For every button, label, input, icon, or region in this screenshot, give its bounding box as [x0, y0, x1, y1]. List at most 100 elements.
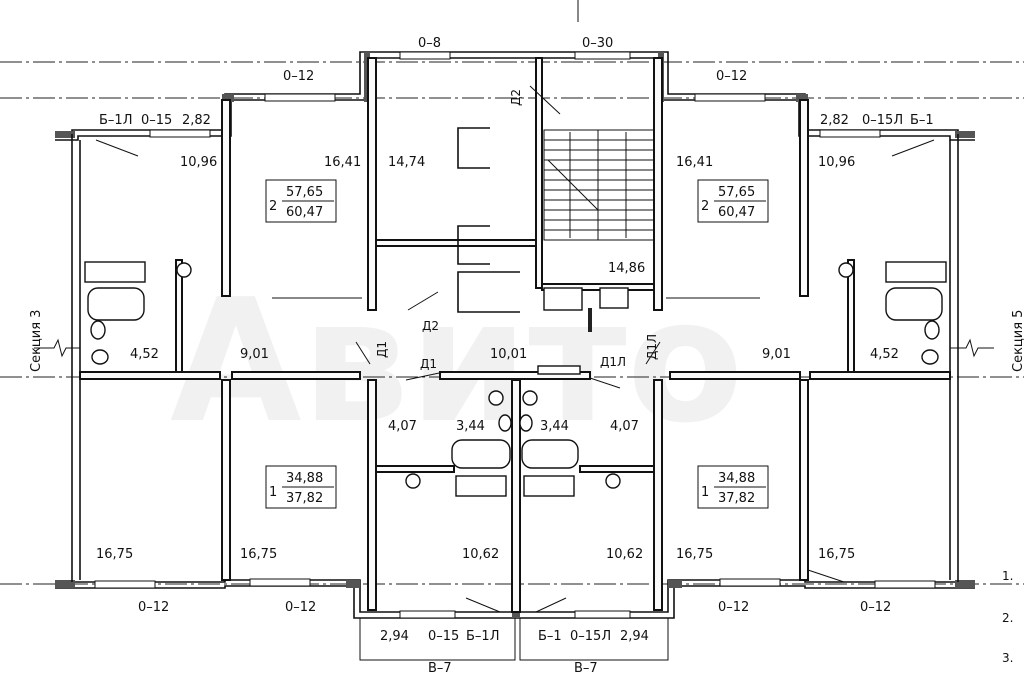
apt-living-area: 34,88 [286, 471, 323, 486]
stair-wall [535, 57, 543, 289]
corridor-wall [231, 371, 361, 380]
washer-cabinet [523, 475, 575, 497]
apt-rooms: 1 [269, 485, 277, 500]
area-balcony: 2,82 [820, 113, 849, 128]
area-bath: 4,52 [870, 347, 899, 362]
partition-wall [799, 379, 809, 581]
corridor-wall [669, 371, 801, 380]
bath-wall [579, 465, 655, 473]
wall-hatch [222, 94, 234, 102]
section-label-right: Секция 5 [1011, 310, 1024, 372]
door-label: Д2 [509, 89, 523, 106]
service-panel [537, 365, 581, 375]
boiler [838, 262, 854, 278]
door-swing [407, 291, 439, 311]
toilet [488, 390, 504, 406]
door-swing [891, 139, 935, 157]
service-panel [599, 287, 629, 309]
window [874, 580, 936, 589]
corridor-wall [809, 371, 951, 380]
toilet [921, 349, 939, 365]
area-hall: 10,01 [490, 347, 527, 362]
bathtub [521, 439, 579, 469]
opening-label: 0–12 [138, 600, 169, 615]
window [149, 129, 211, 138]
wall-hatch [346, 580, 360, 588]
wall-hatch [955, 131, 975, 138]
apt-living-area: 57,65 [286, 185, 323, 200]
washer-cabinet [455, 475, 507, 497]
window [719, 578, 781, 587]
wall-hatch [668, 580, 682, 588]
note-number: 2. [1002, 611, 1013, 625]
partition-wall [799, 99, 809, 297]
stair-treads [544, 130, 654, 240]
apt-box [697, 179, 769, 223]
apt-total-area: 60,47 [286, 205, 323, 220]
apt-box [265, 465, 337, 509]
break-mark-right [950, 338, 994, 358]
wall-hatch [796, 94, 808, 102]
opening-label: 0–15Л [570, 629, 611, 644]
area-hall: 4,07 [610, 419, 639, 434]
partition-wall [653, 379, 663, 611]
elevator-shaft [457, 127, 490, 169]
wall-hatch [55, 580, 75, 588]
area-kitchen: 10,62 [606, 547, 643, 562]
partition-wall [175, 259, 183, 379]
area-stair-hall: 14,74 [388, 155, 425, 170]
corridor-wall [79, 371, 221, 380]
opening-label: 0–8 [418, 36, 441, 51]
area-hall: 9,01 [240, 347, 269, 362]
door-swing [535, 597, 567, 613]
boiler [176, 262, 192, 278]
door-swing [589, 377, 621, 389]
opening-label: В–7 [428, 661, 452, 676]
loggia-bottom-left [359, 618, 516, 661]
door-swing [807, 569, 845, 583]
stair-wall [367, 57, 377, 311]
apt-total-area: 60,47 [718, 205, 755, 220]
opening-label: 0–12 [718, 600, 749, 615]
area-room: 16,75 [240, 547, 277, 562]
staircase [543, 129, 655, 241]
area-room: 16,75 [96, 547, 133, 562]
window [264, 93, 336, 102]
corridor-wall [375, 239, 537, 247]
area-bath: 4,52 [130, 347, 159, 362]
apt-living-area: 34,88 [718, 471, 755, 486]
opening-label: 0–15 [428, 629, 459, 644]
boiler [605, 473, 621, 489]
partition-wall [221, 379, 231, 581]
section-label-left: Секция 3 [29, 310, 44, 372]
window [819, 129, 881, 138]
apt-rooms: 2 [701, 199, 709, 214]
partition-wall [511, 379, 521, 613]
note-number: 1. [1002, 569, 1013, 583]
door-swing [645, 341, 661, 365]
toilet [522, 390, 538, 406]
opening-label: Б–1Л [99, 113, 132, 128]
door-swing [95, 139, 139, 157]
area-living: 16,41 [324, 155, 361, 170]
outer-wall-top-inner [55, 57, 975, 141]
watermark: Авито [170, 263, 744, 461]
door-label: Д1 [375, 341, 389, 358]
opening-label: 0–15Л [862, 113, 903, 128]
area-room: 16,75 [676, 547, 713, 562]
opening-label: 0–12 [716, 69, 747, 84]
apt-total-area: 37,82 [286, 491, 323, 506]
corridor-wall [541, 283, 655, 291]
door-label: Д1Л [600, 355, 626, 369]
opening-label: 0–12 [283, 69, 314, 84]
area-balcony: 2,94 [620, 629, 649, 644]
opening-label: Б–1 [538, 629, 562, 644]
corridor-wall [439, 371, 591, 380]
break-mark-left [34, 338, 80, 358]
area-wc: 3,44 [456, 419, 485, 434]
window [249, 578, 311, 587]
apt-living-area: 57,65 [718, 185, 755, 200]
opening-label: 0–15 [141, 113, 172, 128]
apt-box [265, 179, 337, 223]
